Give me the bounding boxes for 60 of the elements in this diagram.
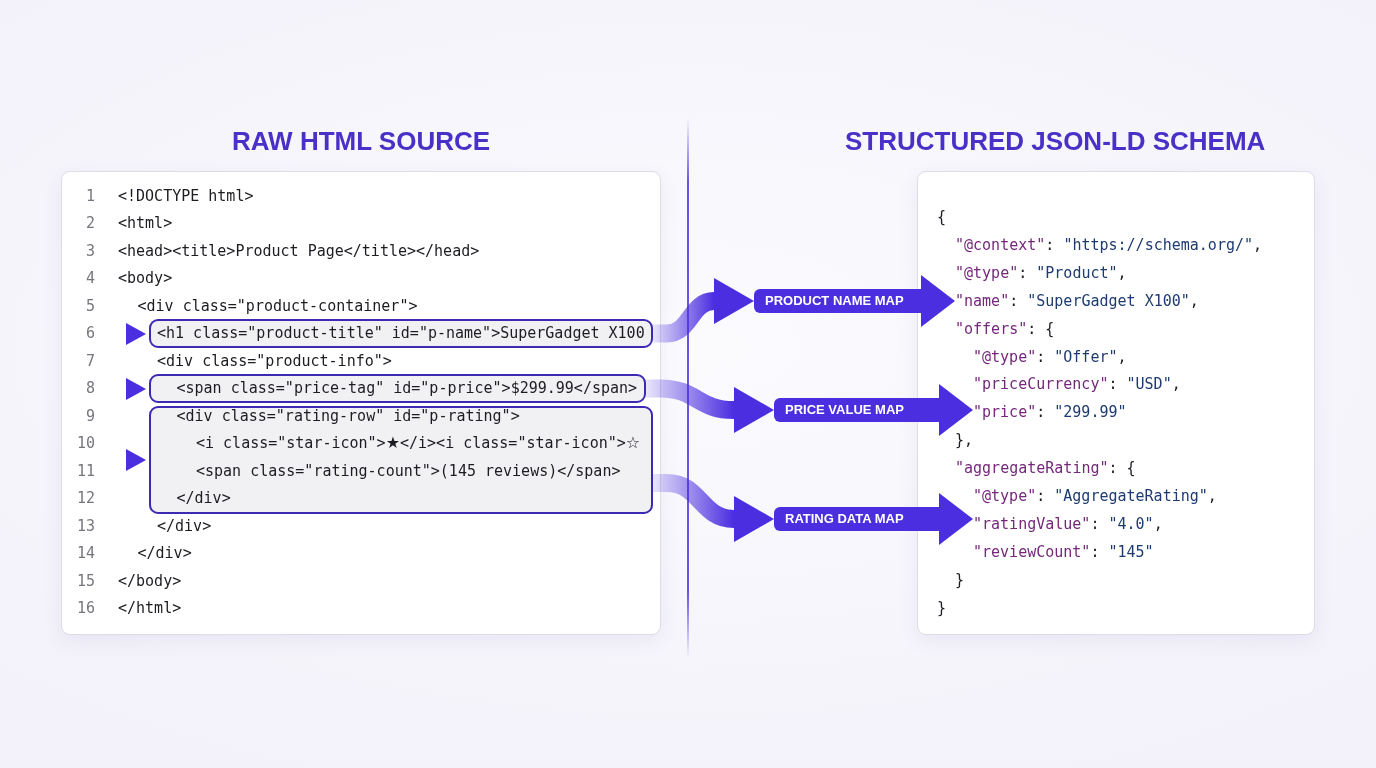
highlight-box [149,374,646,403]
line-number: 7 [86,350,96,371]
code-line: "price": "299.99" [973,402,1127,423]
mapping-label: PRICE VALUE MAP [774,398,915,422]
code-line: "ratingValue": "4.0", [973,513,1164,534]
line-number: 15 [77,570,96,591]
block-arrow [653,474,774,542]
line-number: 4 [86,268,96,289]
line-number: 10 [77,433,96,454]
line-number: 5 [86,295,96,316]
code-line: } [955,569,965,590]
line-number: 1 [86,186,96,206]
code-line: <h1 class="product-title" id="p-name">SuperGadget X100 [157,323,645,344]
code-line: "@type": "Offer", [973,346,1127,367]
code-line: "@type": "Product", [955,262,1127,283]
code-line: <i class="star-icon">★</i><i class="star-icon">☆ [196,433,641,454]
code-line: "name": "SuperGadget X100", [955,290,1199,311]
highlight-box [149,319,653,348]
mapping-label: PRODUCT NAME MAP [754,289,915,313]
code-line: "priceCurrency": "USD", [973,374,1181,395]
line-number: 14 [77,543,96,564]
pointer-arrow [914,384,973,436]
code-line: "@type": "AggregateRating", [973,486,1217,506]
code-line: <span class="rating-count">(145 reviews)</span> [196,460,621,481]
code-line: </html> [118,598,182,619]
line-number: 16 [77,598,96,619]
block-arrow [646,379,774,433]
code-line: } [937,597,947,618]
code-line: <span class="price-tag" id="p-price">$299.99</span> [176,378,638,399]
code-line: </body> [118,570,182,591]
code-line: <div class="product-info"> [157,350,392,371]
code-line: </div> [176,488,231,509]
line-number: 6 [86,323,96,344]
line-number: 11 [77,460,96,481]
pointer-arrow [914,275,955,327]
code-line: "@context": "https://schema.org/", [955,234,1263,255]
line-number: 2 [86,213,96,234]
code-line: "reviewCount": "145" [973,541,1155,562]
code-line: }, [955,430,974,451]
code-line: </div> [157,515,212,536]
code-line: <div class="product-container"> [137,295,418,316]
code-line: <body> [118,268,173,289]
line-number: 3 [86,240,96,261]
mapping-label: RATING DATA MAP [774,507,915,531]
line-number: 13 [77,515,96,536]
code-line: <div class="rating-row" id="p-rating"> [176,405,520,426]
line-number: 9 [86,405,96,426]
line-number: 8 [86,378,96,399]
line-number: 12 [77,488,96,509]
code-line: "offers": { [955,318,1055,339]
code-line: </div> [137,543,192,564]
code-line: <head><title>Product Page</title></head> [118,240,480,261]
pointer-arrow [914,493,973,545]
code-line: "aggregateRating": { [955,458,1136,479]
code-line: { [937,207,947,227]
highlight-box [149,406,653,514]
panel-heading: RAW HTML SOURCE [232,126,491,156]
code-line: <html> [118,213,173,234]
panel-heading: STRUCTURED JSON-LD SCHEMA [845,126,1266,156]
code-line: <!DOCTYPE html> [118,186,254,206]
